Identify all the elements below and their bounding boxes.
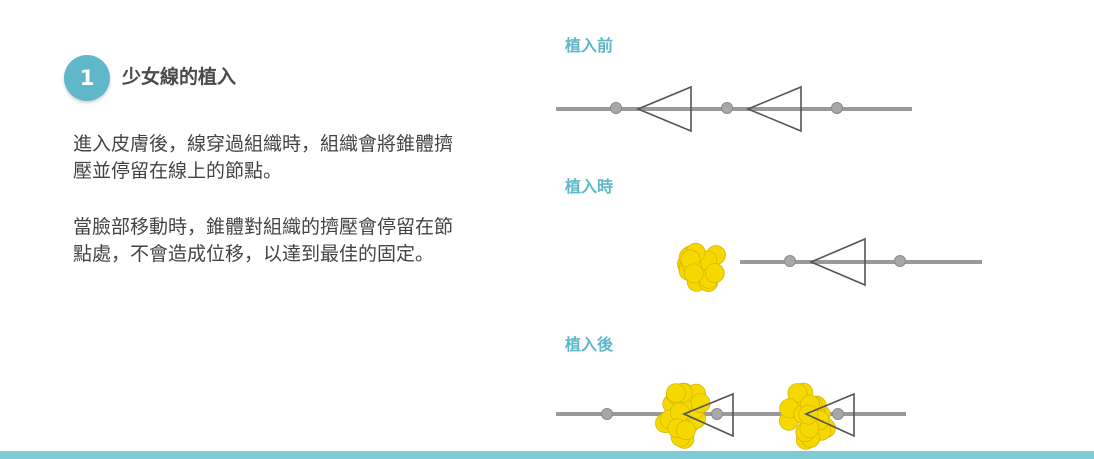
thread-node [711, 408, 723, 420]
description-paragraph-1: 進入皮膚後，線穿過組織時，組織會將錐體擠壓並停留在線上的節點。 [73, 133, 454, 182]
cone-barb [681, 392, 734, 438]
thread-node [784, 255, 796, 267]
stage-label-during: 植入時 [565, 177, 614, 196]
thread-node [601, 408, 613, 420]
thread-node [894, 255, 906, 267]
cone-barb [804, 392, 855, 438]
cone-barb [808, 237, 866, 287]
tissue-cell [787, 383, 808, 404]
tissue-cell [704, 263, 725, 284]
stage-label-before: 植入前 [565, 36, 614, 55]
tissue-cluster [655, 382, 711, 449]
footer-bar [0, 451, 1094, 459]
thread-after [556, 382, 906, 450]
thread-node [610, 102, 622, 114]
stage-label-after: 植入後 [565, 335, 614, 354]
thread-node [831, 102, 843, 114]
tissue-cell [666, 383, 686, 404]
thread-node [832, 408, 844, 420]
tissue-cell [683, 263, 704, 284]
description-paragraph-2: 當臉部移動時，錐體對組織的擠壓會停留在節點處，不會造成位移，以達到最佳的固定。 [73, 216, 454, 265]
thread-before [556, 85, 912, 133]
thread-during [677, 237, 982, 292]
tissue-cluster [677, 242, 726, 292]
section-title: 少女線的植入 [122, 66, 237, 88]
cone-barb [635, 85, 692, 133]
tissue-cell [676, 420, 696, 441]
tissue-cluster [779, 382, 836, 450]
cone-barb [745, 85, 802, 133]
step-number-badge: 1 [64, 55, 110, 101]
thread-node [721, 102, 733, 114]
